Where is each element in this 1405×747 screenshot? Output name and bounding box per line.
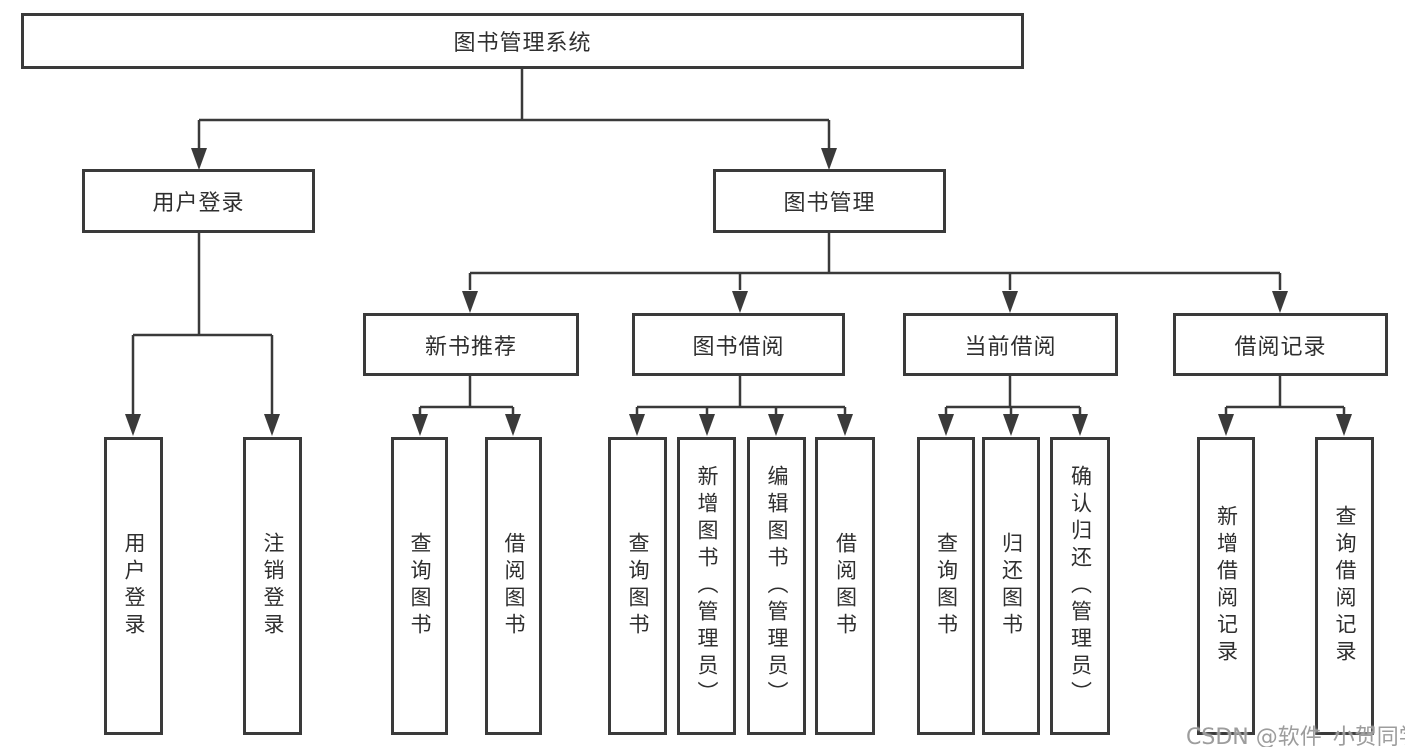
leaf-edit-book-admin-label: 编辑图书（管理员） (765, 464, 789, 708)
connector-current-borrowing-children (944, 376, 1082, 414)
leaf-query-borrow-record: 查询借阅记录 (1315, 437, 1374, 735)
node-new-book-recommend: 新书推荐 (363, 313, 579, 376)
leaf-recommend-query-books-label: 查询图书 (408, 532, 432, 640)
node-user-login: 用户登录 (82, 169, 315, 233)
node-current-borrowing-label: 当前借阅 (964, 334, 1057, 360)
node-library-system: 图书管理系统 (21, 13, 1024, 69)
leaf-confirm-return-admin-label: 确认归还（管理员） (1068, 464, 1093, 708)
leaf-recommend-borrow-books-label: 借阅图书 (502, 532, 526, 640)
node-current-borrowing: 当前借阅 (903, 313, 1118, 376)
leaf-add-book-admin: 新增图书（管理员） (677, 437, 736, 735)
leaf-confirm-return-admin: 确认归还（管理员） (1050, 437, 1110, 735)
leaf-user-login-label: 用户登录 (122, 532, 146, 640)
leaf-recommend-borrow-books: 借阅图书 (485, 437, 542, 735)
leaf-borrowing-borrow-books: 借阅图书 (815, 437, 875, 735)
csdn-watermark: CSDN @软件_小贺同学 (1186, 725, 1405, 747)
leaf-query-borrow-record-label: 查询借阅记录 (1333, 505, 1357, 667)
connector-book-management-children (468, 233, 1282, 290)
leaf-recommend-query-books: 查询图书 (391, 437, 448, 735)
node-borrowing-records: 借阅记录 (1173, 313, 1388, 376)
node-book-borrowing: 图书借阅 (632, 313, 845, 376)
leaf-logout: 注销登录 (243, 437, 302, 735)
leaf-borrowing-query-books: 查询图书 (608, 437, 667, 735)
leaf-add-borrow-record: 新增借阅记录 (1197, 437, 1255, 735)
node-book-management: 图书管理 (713, 169, 946, 233)
leaf-return-books-label: 归还图书 (999, 532, 1024, 640)
connector-root-to-level2 (197, 69, 831, 150)
connector-new-book-recommend-children (418, 376, 515, 414)
arrowheads (125, 148, 1352, 436)
node-book-management-label: 图书管理 (783, 191, 876, 216)
node-book-borrowing-label: 图书借阅 (692, 334, 785, 360)
connector-user-login-children (131, 233, 274, 414)
connector-borrowing-records-children (1224, 376, 1346, 414)
connector-book-borrowing-children (635, 376, 847, 414)
leaf-borrowing-borrow-books-label: 借阅图书 (833, 532, 858, 640)
leaf-edit-book-admin: 编辑图书（管理员） (747, 437, 806, 735)
leaf-add-borrow-record-label: 新增借阅记录 (1214, 505, 1239, 667)
node-borrowing-records-label: 借阅记录 (1234, 334, 1327, 360)
leaf-return-books: 归还图书 (982, 437, 1040, 735)
leaf-borrowing-query-books-label: 查询图书 (626, 532, 650, 640)
leaf-add-book-admin-label: 新增图书（管理员） (695, 464, 719, 708)
leaf-logout-label: 注销登录 (261, 532, 285, 640)
node-user-login-label: 用户登录 (152, 191, 245, 216)
leaf-current-query-books: 查询图书 (917, 437, 975, 735)
leaf-current-query-books-label: 查询图书 (934, 532, 959, 640)
node-library-system-label: 图书管理系统 (453, 31, 592, 56)
leaf-user-login: 用户登录 (104, 437, 163, 735)
node-new-book-recommend-label: 新书推荐 (424, 334, 517, 360)
